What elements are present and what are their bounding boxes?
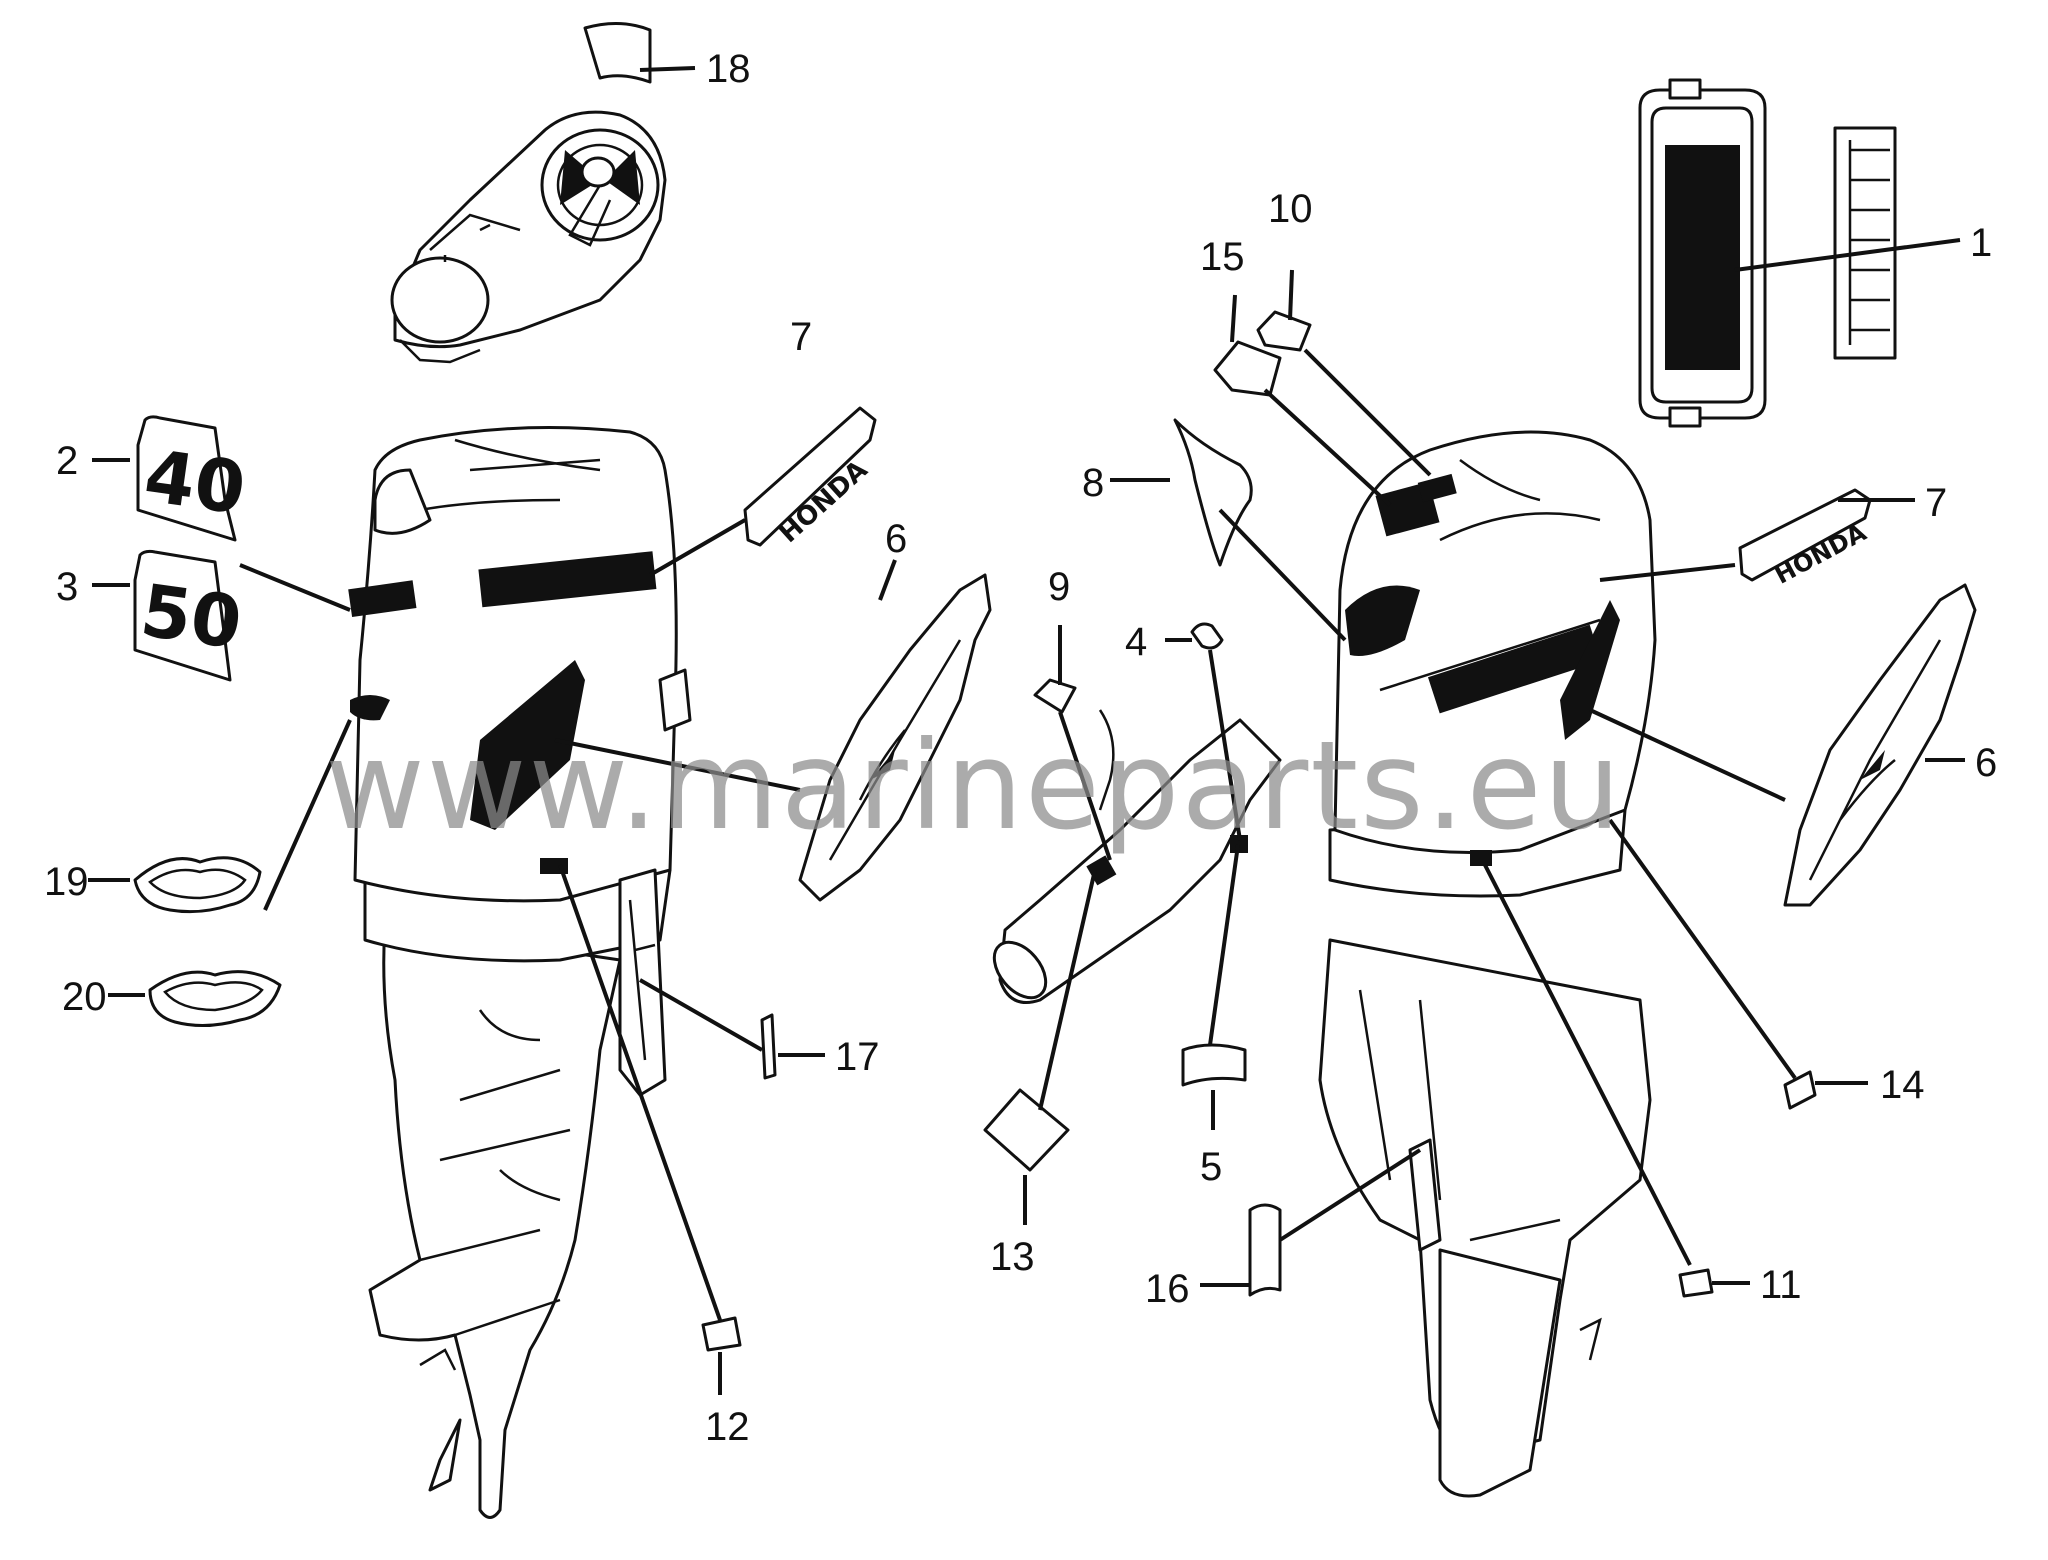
callout-9: 9 [1048,565,1070,609]
callout-16: 16 [1145,1267,1190,1311]
callout-6-right: 6 [1975,741,1997,785]
callout-6-left: 6 [885,517,907,561]
left-outboard-engine [348,426,692,1519]
callout-4: 4 [1125,620,1147,664]
part-11-label [1678,1268,1714,1298]
part-2-emblem-40: 40 [136,415,250,542]
part-6-side-decal-right [1783,583,1977,907]
emblem-50-text: 50 [136,568,247,665]
part-9-label [1033,678,1077,714]
callout-17: 17 [835,1035,880,1079]
callout-5: 5 [1200,1145,1222,1189]
callout-11: 11 [1760,1263,1802,1307]
part-1-label-frame [1638,78,1897,428]
part-20-emblem [148,970,282,1028]
part-13-label [983,1088,1070,1172]
part-17-label [760,1013,777,1080]
callout-18: 18 [706,47,751,91]
part-14-label [1783,1070,1817,1110]
part-7-brand-plate-right: HONDA [1738,488,1872,590]
part-16-label [1248,1203,1282,1297]
callout-20: 20 [62,975,107,1019]
part-18-top-cover [390,21,667,364]
callout-numbers: 18 1 2 3 7 6 19 20 17 12 7 6 8 15 10 9 4… [44,47,1997,1449]
part-10-label [1256,310,1312,352]
callout-7-right: 7 [1925,481,1947,525]
part-19-emblem [133,856,262,914]
callout-19: 19 [44,860,89,904]
leader-lines [88,66,1965,1395]
callout-12: 12 [705,1405,750,1449]
callout-2: 2 [56,439,78,483]
part-5-label [1181,1043,1247,1087]
callout-13: 13 [990,1235,1035,1279]
part-6-side-decal-left [798,573,992,902]
part-8-decal [1173,418,1253,567]
part-7-brand-plate-left: HONDA [743,406,877,549]
part-3-emblem-50: 50 [133,549,247,682]
callout-3: 3 [56,565,78,609]
watermark-text: www.marineparts.eu [325,715,1623,857]
callout-1: 1 [1970,221,1992,265]
emblem-40-text: 40 [139,434,250,531]
callout-14: 14 [1880,1063,1925,1107]
right-outboard-engine [992,430,1657,1498]
callout-8: 8 [1082,461,1104,505]
part-12-label [701,1316,742,1352]
callout-7-left: 7 [790,315,812,359]
part-4-label [1190,622,1224,650]
callout-10: 10 [1268,187,1313,231]
callout-15: 15 [1200,235,1245,279]
part-15-label [1213,340,1282,397]
